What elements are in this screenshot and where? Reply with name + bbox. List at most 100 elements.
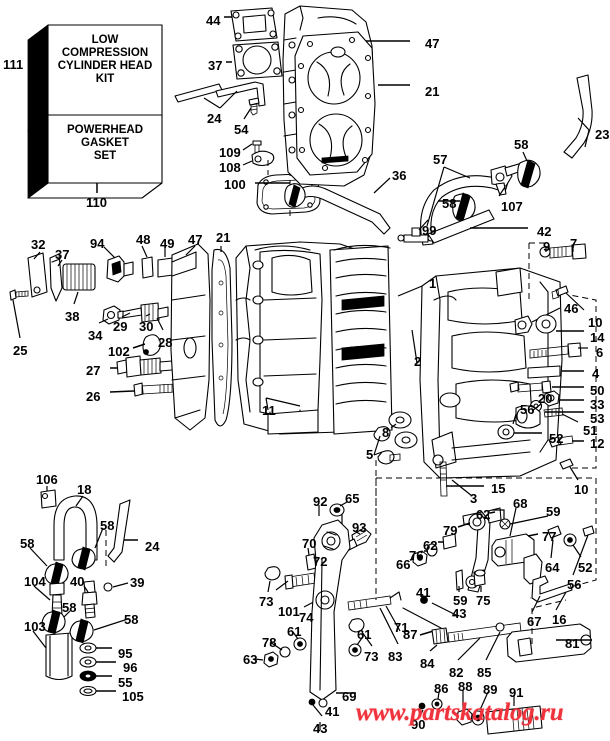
part-48-bushing [141,256,154,279]
callout-4: 4 [592,366,600,381]
part-106-clip [40,489,57,509]
dash-hardware-9 [528,242,545,300]
callout-42: 42 [537,224,552,239]
part-96-washer [79,656,97,668]
callout-5: 5 [366,447,374,462]
watermark: www.partskatalog.ru [356,699,564,726]
callout-64: 64 [545,560,560,575]
part-90-pin [418,702,426,710]
callout-7: 7 [570,236,578,251]
part-39-pin [103,582,113,592]
part-33-nut [543,390,560,407]
callout-56: 56 [567,577,582,592]
part-87-link [402,607,442,629]
callout-58: 58 [124,612,139,627]
part-86-washer [431,698,443,710]
callout-40: 40 [70,574,85,589]
part-59-screw-a [499,518,511,530]
part-56-screw-lower [582,525,595,537]
callout-55: 55 [118,675,133,690]
callout-74: 74 [299,610,314,625]
part-37-plate [232,41,283,80]
callout-65: 65 [345,491,360,506]
part-32-anode [27,252,48,298]
leader-38 [73,291,79,305]
callout-50: 50 [590,383,605,398]
leader-84 [429,644,438,652]
callout-103: 103 [24,619,46,634]
dash-linkage-frame [376,477,597,599]
part-26-bolt [133,382,176,397]
callout-24: 24 [145,539,160,554]
dash-10 [569,294,597,469]
callout-11: 11 [262,403,276,418]
part-6-bolt [529,342,582,359]
callout-53: 53 [590,411,605,426]
part-91-bushing [485,705,543,735]
leader-51 [561,413,579,423]
leader-58-d [29,547,48,567]
part-44-cover [230,7,278,42]
part-10-screw-a [551,285,569,300]
leader-58-f [93,618,129,631]
callout-44: 44 [206,13,221,28]
callout-83: 83 [388,649,403,664]
callout-25: 25 [13,343,28,358]
callout-99: 99 [422,223,437,238]
callout-24: 24 [207,111,222,126]
leader-99 [418,219,429,231]
callout-30: 30 [139,319,154,334]
leader-23-fork [577,117,590,148]
part-49-cap [157,257,174,278]
callout-15: 15 [491,481,506,496]
leader-28 [156,317,164,331]
callout-9: 9 [543,239,551,254]
callout-102: 102 [108,344,130,359]
callout-69: 69 [342,689,357,704]
leader-32 [33,251,41,260]
callout-111: 111 [3,57,24,72]
callout-72: 72 [313,554,328,569]
part-65-washer [329,503,345,517]
leader-77 [527,533,539,537]
leader-30 [145,313,151,317]
kit-box-label-low-compression: LOW COMPRESSION CYLINDER HEAD KIT [57,34,153,85]
part-89-washer [471,710,485,726]
part-61-nut-a [293,637,307,651]
leader-58-e [63,610,71,618]
callout-87: 87 [403,627,418,642]
leader-3 [451,479,473,497]
leader-24-fork [203,90,238,109]
part-36-clamp [284,183,306,208]
part-52-grommet [497,424,515,440]
part-58-clamp-e [41,609,66,635]
part-8-washers [388,411,418,449]
leader-11-fork [265,397,301,411]
part-12-screw [548,435,574,448]
callout-48: 48 [136,232,151,247]
callout-1: 1 [429,276,437,291]
callout-59: 59 [546,504,561,519]
callout-8: 8 [382,425,390,440]
leader-82 [457,637,481,661]
callout-90: 90 [411,717,426,732]
part-76-washer [426,543,438,557]
leader-54 [243,107,252,120]
leader-62-a [489,511,496,514]
part-85-ferrule [495,622,505,632]
callout-105: 105 [122,689,144,704]
callout-3: 3 [470,491,478,506]
leader-85 [485,631,501,661]
leader-43-b [431,602,459,617]
callout-92: 92 [313,494,328,509]
leader-68 [509,507,517,537]
leader-57-fork [426,166,471,227]
part-24-rods [174,81,266,107]
callout-79: 79 [443,523,458,538]
part-58-clamp-c [71,546,96,571]
part-68-pivot [491,533,543,585]
part-63-nut [263,651,279,668]
callout-49: 49 [160,236,175,251]
callout-61: 61 [287,624,302,639]
